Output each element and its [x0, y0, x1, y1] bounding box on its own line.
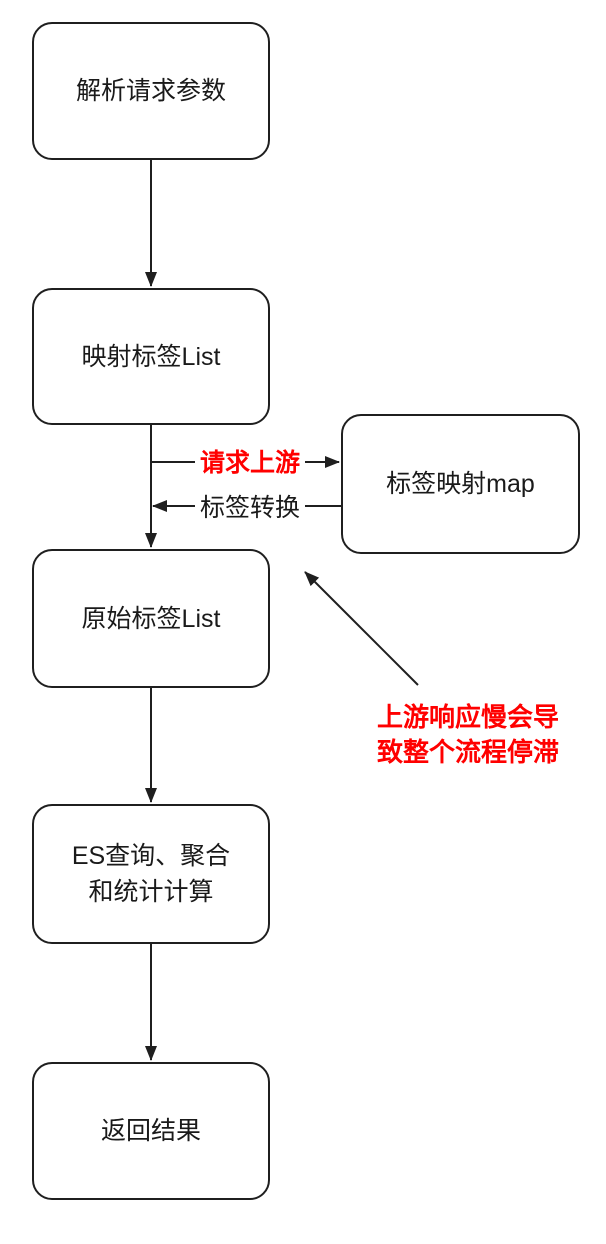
node-tag-mapping-map: 标签映射map [341, 414, 580, 554]
arrow-annotation-pointer [304, 571, 419, 686]
node-raw-tag-list: 原始标签List [32, 549, 270, 688]
node-parse-request-params: 解析请求参数 [32, 22, 270, 160]
edge-label-tag-convert: 标签转换 [194, 494, 306, 522]
annotation-upstream-slow-warning: 上游响应慢会导 致整个流程停滞 [376, 702, 559, 767]
node-es-query-aggregate-stats: ES查询、聚合 和统计计算 [32, 804, 270, 944]
node-mapped-tag-list: 映射标签List [32, 288, 270, 425]
node-return-result: 返回结果 [32, 1062, 270, 1200]
edge-label-request-upstream: 请求上游 [194, 449, 306, 477]
